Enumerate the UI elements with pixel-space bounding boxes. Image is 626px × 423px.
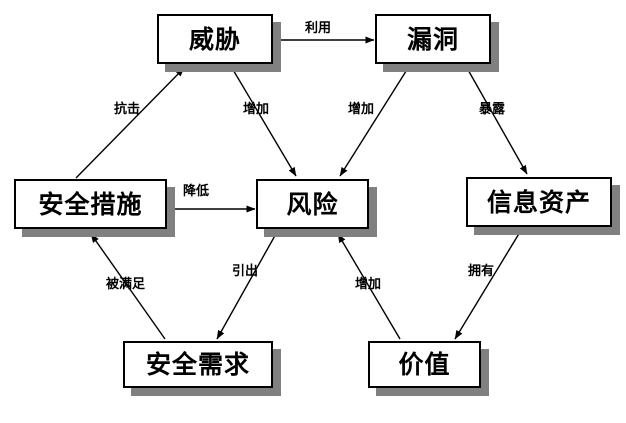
node-threat-label: 威胁 bbox=[188, 24, 241, 54]
node-safeguard[interactable]: 安全措施 bbox=[14, 179, 167, 229]
node-vulnerability-label: 漏洞 bbox=[406, 24, 459, 54]
edge-label-value-increases-risk: 增加 bbox=[355, 277, 382, 292]
node-risk-label: 风险 bbox=[286, 189, 339, 219]
edge-requirement-satisfied-by-safeguard bbox=[90, 233, 166, 340]
edge-label-vulnerability-exposes-asset: 暴露 bbox=[479, 102, 506, 117]
node-asset-label: 信息资产 bbox=[486, 187, 591, 217]
edge-safeguard-resists-threat bbox=[75, 67, 185, 179]
node-threat[interactable]: 威胁 bbox=[157, 14, 273, 64]
node-vulnerability[interactable]: 漏洞 bbox=[375, 14, 491, 64]
node-requirement[interactable]: 安全需求 bbox=[123, 341, 273, 388]
edge-label-safeguard-resists-threat: 抗击 bbox=[114, 102, 141, 117]
edge-vulnerability-exposes-asset bbox=[466, 67, 528, 175]
edge-label-requirement-satisfied-by-safeguard: 被满足 bbox=[106, 277, 146, 292]
edge-label-asset-owns-value: 拥有 bbox=[468, 264, 495, 279]
node-value-label: 价值 bbox=[398, 350, 451, 379]
node-requirement-label: 安全需求 bbox=[145, 350, 250, 379]
edge-label-safeguard-reduces-risk: 降低 bbox=[183, 184, 210, 199]
edge-risk-derives-requirement bbox=[216, 231, 278, 340]
node-value[interactable]: 价值 bbox=[368, 341, 481, 388]
node-asset[interactable]: 信息资产 bbox=[466, 177, 612, 227]
edge-label-risk-derives-requirement: 引出 bbox=[232, 264, 259, 279]
edge-label-threat-exploits-vulnerability: 利用 bbox=[305, 21, 332, 36]
edge-threat-increases-risk bbox=[231, 67, 297, 177]
node-risk[interactable]: 风险 bbox=[256, 179, 369, 229]
node-safeguard-label: 安全措施 bbox=[38, 189, 143, 219]
edge-asset-owns-value bbox=[454, 231, 521, 340]
edges bbox=[75, 36, 528, 340]
edge-value-increases-risk bbox=[337, 233, 401, 340]
edge-vulnerability-increases-risk bbox=[339, 67, 409, 177]
edge-label-threat-increases-risk: 增加 bbox=[243, 102, 270, 117]
edge-label-vulnerability-increases-risk: 增加 bbox=[348, 102, 375, 117]
